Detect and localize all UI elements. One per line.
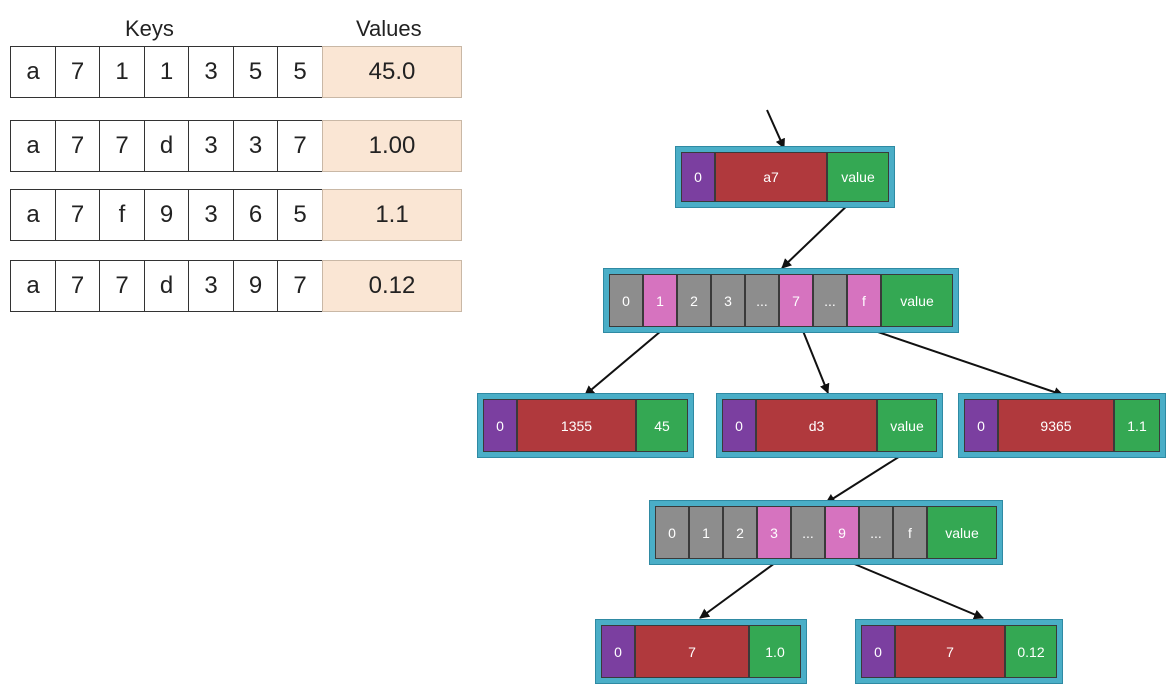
edge-branch2-7b bbox=[851, 562, 984, 620]
key-cell: a bbox=[10, 46, 56, 98]
nibble-cell: 2 bbox=[677, 274, 711, 327]
value-cell: 0.12 bbox=[322, 260, 462, 312]
nibble-cell-active: 9 bbox=[825, 506, 859, 559]
key-cell: 3 bbox=[188, 120, 234, 172]
key-cell: 7 bbox=[54, 260, 101, 312]
node-key: 7 bbox=[895, 625, 1005, 678]
entry-arrow bbox=[766, 109, 785, 149]
key-cell: 9 bbox=[232, 260, 279, 312]
nibble-cell-active: 3 bbox=[757, 506, 791, 559]
key-cell: 6 bbox=[232, 189, 279, 241]
nibble-cell: 2 bbox=[723, 506, 757, 559]
node-value: 1.0 bbox=[749, 625, 801, 678]
edge-root-branch1 bbox=[781, 199, 854, 269]
node-key: d3 bbox=[756, 399, 877, 452]
nibble-cell: ... bbox=[791, 506, 825, 559]
leaf-node: 0 7 0.12 bbox=[855, 619, 1063, 684]
key-cell: a bbox=[10, 260, 56, 312]
node-value: 45 bbox=[636, 399, 688, 452]
edge-d3-branch2 bbox=[825, 452, 906, 504]
key-cell: 9 bbox=[143, 189, 190, 241]
edge-branch1-d3 bbox=[802, 330, 830, 394]
keys-header: Keys bbox=[125, 16, 174, 41]
node-value: value bbox=[827, 152, 889, 202]
node-value: 0.12 bbox=[1005, 625, 1057, 678]
root-extension-node: 0 a7 value bbox=[675, 146, 895, 208]
branch-node: 0 1 2 3 ... 7 ... f value bbox=[603, 268, 959, 333]
node-key: a7 bbox=[715, 152, 827, 202]
node-flag: 0 bbox=[601, 625, 635, 678]
leaf-node: 0 7 1.0 bbox=[595, 619, 807, 684]
nibble-cell: ... bbox=[813, 274, 847, 327]
table-row: a 7 f 9 3 6 5 1.1 bbox=[10, 189, 462, 241]
nibble-cell: ... bbox=[745, 274, 779, 327]
value-cell: 1.00 bbox=[322, 120, 462, 172]
node-flag: 0 bbox=[483, 399, 517, 452]
key-cell: f bbox=[99, 189, 145, 241]
table-row: a 7 7 d 3 9 7 0.12 bbox=[10, 260, 462, 312]
node-value: value bbox=[881, 274, 953, 327]
nibble-cell-active: 1 bbox=[643, 274, 677, 327]
nibble-cell: ... bbox=[859, 506, 893, 559]
key-cell: 7 bbox=[54, 46, 101, 98]
node-value: value bbox=[927, 506, 997, 559]
table-row: a 7 7 d 3 3 7 1.00 bbox=[10, 120, 462, 172]
edge-branch1-1355 bbox=[584, 330, 662, 396]
nibble-cell: 0 bbox=[655, 506, 689, 559]
key-cell: 5 bbox=[232, 46, 279, 98]
nibble-cell: 1 bbox=[689, 506, 723, 559]
node-flag: 0 bbox=[964, 399, 998, 452]
node-flag: 0 bbox=[681, 152, 715, 202]
node-value: value bbox=[877, 399, 937, 452]
key-cell: a bbox=[10, 120, 56, 172]
nibble-cell-active: 7 bbox=[779, 274, 813, 327]
node-flag: 0 bbox=[861, 625, 895, 678]
leaf-node: 0 1355 45 bbox=[477, 393, 694, 458]
edge-branch1-9365 bbox=[874, 330, 1064, 397]
value-cell: 1.1 bbox=[322, 189, 462, 241]
node-flag: 0 bbox=[722, 399, 756, 452]
nibble-cell: f bbox=[893, 506, 927, 559]
key-cell: 7 bbox=[54, 189, 101, 241]
node-value: 1.1 bbox=[1114, 399, 1160, 452]
node-key: 9365 bbox=[998, 399, 1114, 452]
branch-node: 0 1 2 3 ... 9 ... f value bbox=[649, 500, 1003, 565]
edge-branch2-7a bbox=[699, 562, 776, 619]
nibble-cell-active: f bbox=[847, 274, 881, 327]
key-cell: 5 bbox=[277, 189, 323, 241]
key-cell: 5 bbox=[277, 46, 323, 98]
node-key: 1355 bbox=[517, 399, 636, 452]
key-cell: 7 bbox=[99, 120, 145, 172]
table-row: a 7 1 1 3 5 5 45.0 bbox=[10, 46, 462, 98]
extension-node: 0 d3 value bbox=[716, 393, 943, 458]
value-cell: 45.0 bbox=[322, 46, 462, 98]
leaf-node: 0 9365 1.1 bbox=[958, 393, 1166, 458]
nibble-cell: 0 bbox=[609, 274, 643, 327]
values-header: Values bbox=[356, 16, 422, 41]
nibble-cell: 3 bbox=[711, 274, 745, 327]
key-cell: 1 bbox=[143, 46, 190, 98]
node-key: 7 bbox=[635, 625, 749, 678]
key-cell: 3 bbox=[188, 189, 234, 241]
